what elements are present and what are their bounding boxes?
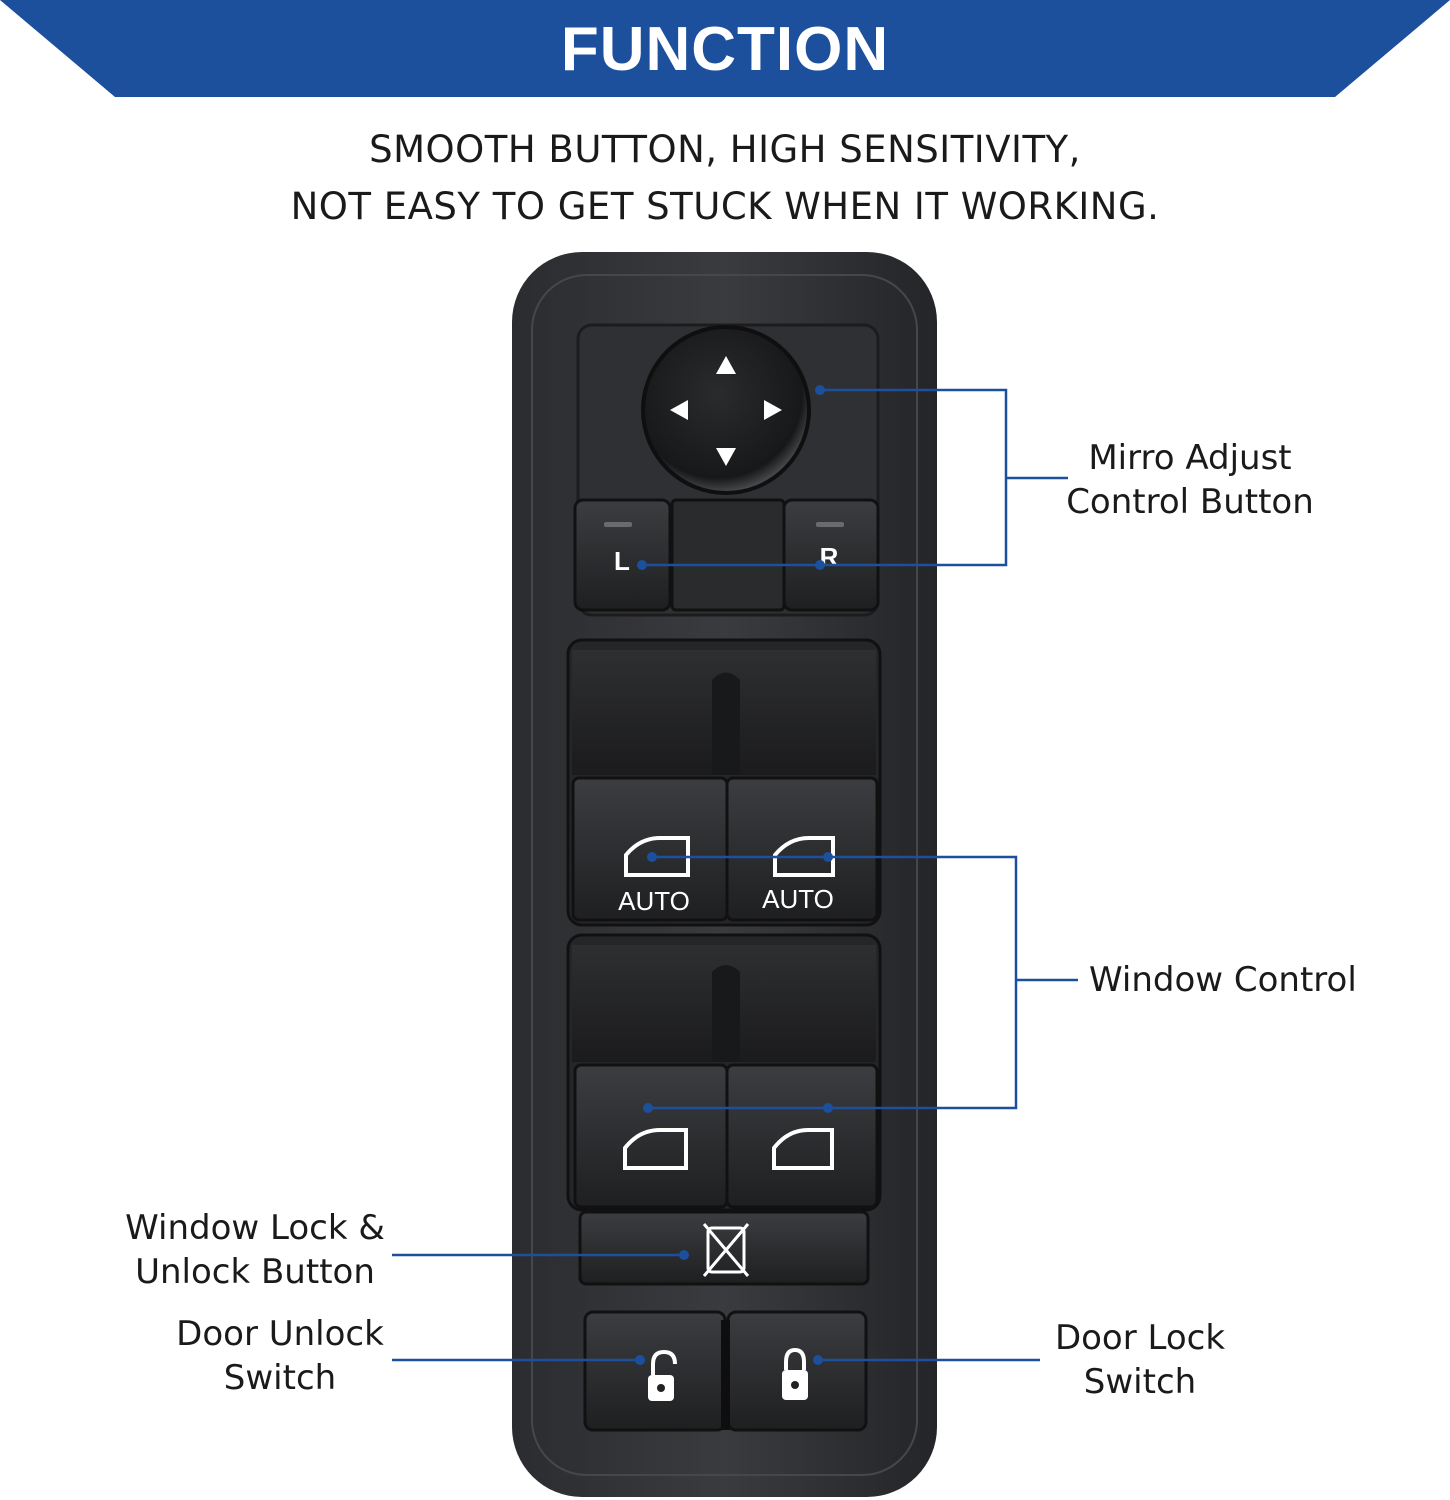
callout-mirror-line1: Mirro Adjust — [1088, 438, 1292, 478]
auto-right-label: AUTO — [762, 884, 834, 914]
callout-door-lock: Door Lock Switch — [1030, 1316, 1250, 1404]
callout-door-lock-line2: Switch — [1083, 1362, 1197, 1402]
callout-door-unlock: Door Unlock Switch — [150, 1312, 410, 1400]
callout-window-line1: Window Control — [1089, 960, 1357, 1000]
banner-title: FUNCTION — [560, 15, 890, 84]
window-button-rear-left — [573, 1063, 729, 1209]
window-lock-icon — [702, 1223, 750, 1277]
subtitle-line-1: SMOOTH BUTTON, HIGH SENSITIVITY, — [369, 128, 1081, 171]
callout-door-lock-line1: Door Lock — [1054, 1318, 1226, 1358]
door-lock-icon — [782, 1347, 808, 1400]
callout-window-lock-line1: Window Lock & — [125, 1208, 385, 1248]
subtitle-line-2: NOT EASY TO GET STUCK WHEN IT WORKING. — [290, 185, 1160, 228]
mirror-left-button — [573, 498, 672, 612]
window-button-front-right — [725, 776, 879, 922]
mirror-left-label: L — [614, 546, 630, 576]
callout-window-lock-line2: Unlock Button — [135, 1252, 375, 1292]
banner-background — [0, 0, 1450, 97]
door-unlock-icon — [648, 1349, 677, 1401]
callout-dots — [635, 385, 833, 1365]
window-icon — [624, 836, 835, 877]
callout-mirror: Mirro Adjust Control Button — [1060, 436, 1320, 524]
callout-mirror-line2: Control Button — [1066, 482, 1314, 522]
auto-left-label: AUTO — [618, 886, 690, 916]
window-button-rear-right — [725, 1063, 879, 1209]
callout-window-control: Window Control — [1089, 958, 1389, 1002]
mirror-right-button — [782, 498, 880, 612]
callout-window-lock: Window Lock & Unlock Button — [100, 1206, 410, 1294]
mirror-joystick-icon — [641, 325, 811, 495]
callout-door-unlock-line1: Door Unlock — [176, 1314, 384, 1354]
callout-door-unlock-line2: Switch — [223, 1358, 337, 1398]
